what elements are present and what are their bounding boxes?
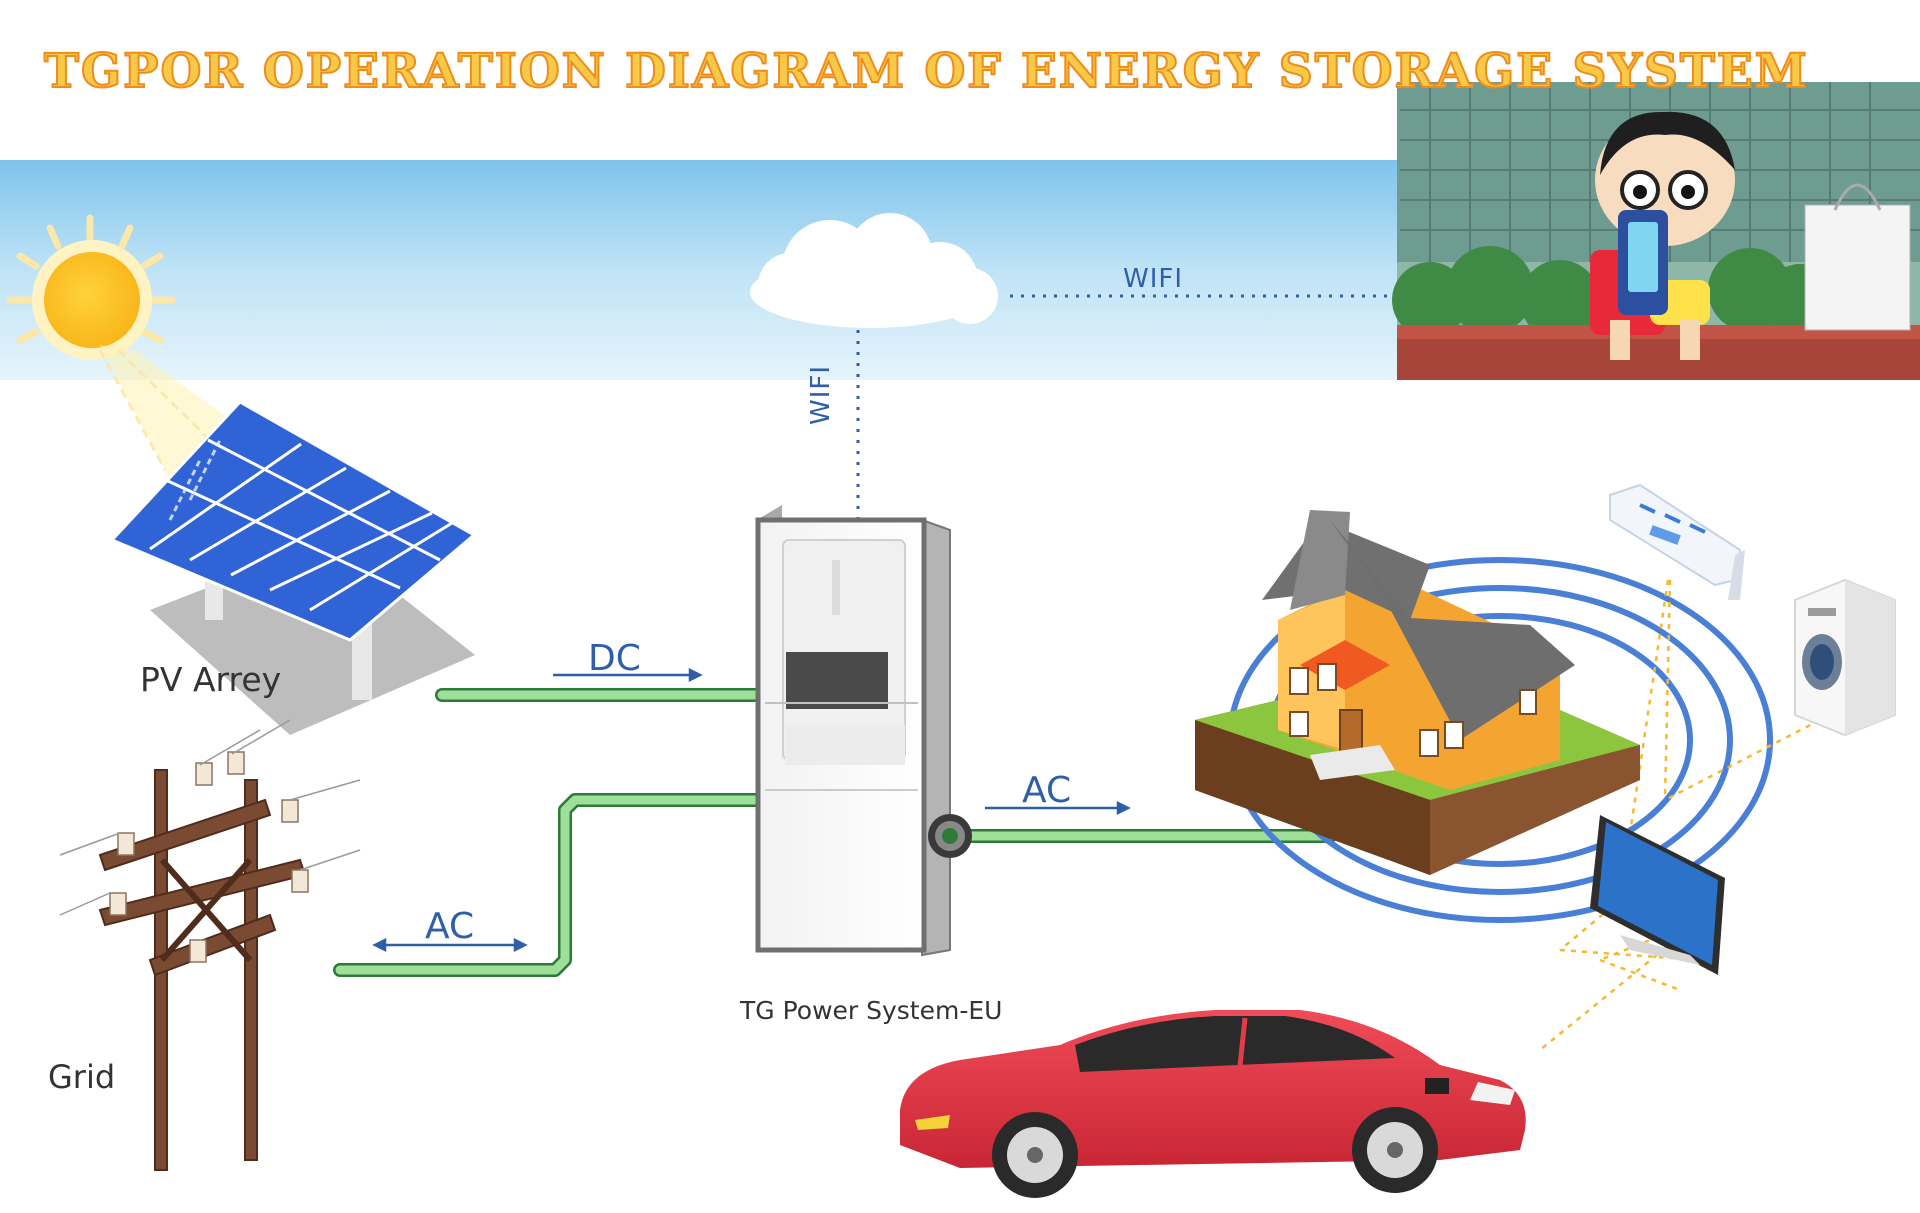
wifi-link — [856, 294, 1400, 540]
dc-label: DC — [588, 638, 641, 679]
battery-inverter-icon — [755, 505, 972, 957]
air-conditioner-icon — [1609, 483, 1745, 600]
car-icon — [900, 1010, 1526, 1198]
page-title: TGPOR OPERATION DIAGRAM OF ENERGY STORAG… — [43, 43, 1809, 100]
system-label: TG Power System-EU — [740, 996, 1003, 1025]
tv-icon — [1590, 815, 1725, 975]
grid-label: Grid — [48, 1058, 116, 1096]
pv-array-label: PV Arrey — [140, 660, 282, 699]
wifi-label-horizontal: WIFI — [1123, 264, 1183, 294]
cloud-icon — [750, 213, 998, 328]
wifi-label-vertical: WIFI — [806, 365, 836, 425]
ac-house-label: AC — [1022, 770, 1072, 811]
cartoon-phone-user-image — [1392, 82, 1920, 380]
appliance-links — [1539, 579, 1821, 1051]
solar-panel-icon — [109, 400, 477, 735]
house-icon — [1195, 510, 1640, 875]
ac-grid-label: AC — [425, 906, 475, 947]
utility-pole-icon — [59, 719, 361, 1171]
washing-machine-icon — [1794, 578, 1896, 737]
flow-arrows — [372, 667, 1131, 953]
